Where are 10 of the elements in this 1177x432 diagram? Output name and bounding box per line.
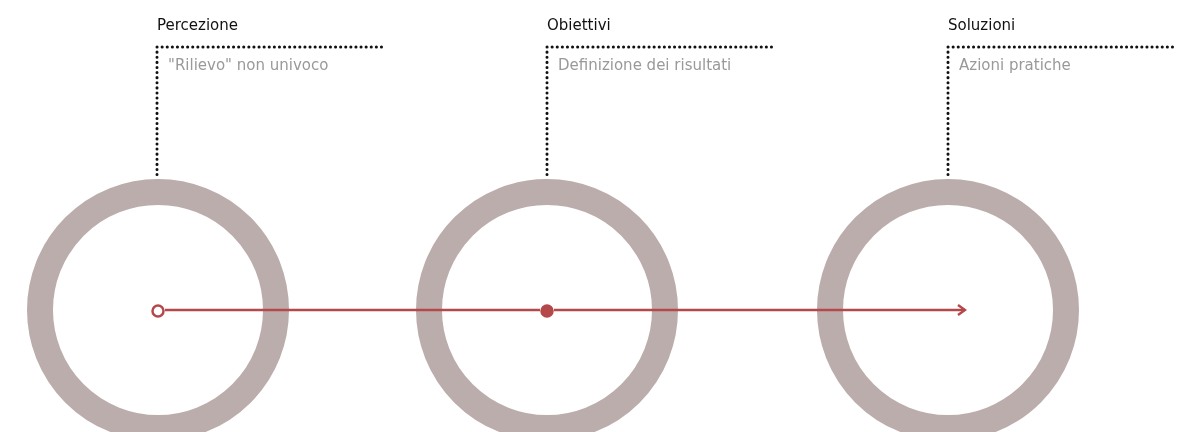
dot-marker bbox=[540, 303, 554, 317]
step-subtitle: Azioni pratiche bbox=[959, 56, 1071, 74]
step-subtitle: Definizione dei risultati bbox=[558, 56, 732, 74]
connector-line bbox=[165, 308, 540, 312]
step-subtitle: "Rilievo" non univoco bbox=[168, 56, 329, 74]
step-title: Obiettivi bbox=[547, 16, 611, 34]
dot-marker bbox=[151, 303, 165, 317]
arrow bbox=[554, 303, 967, 317]
step-title: Percezione bbox=[157, 16, 238, 34]
step-title: Soluzioni bbox=[948, 16, 1016, 34]
